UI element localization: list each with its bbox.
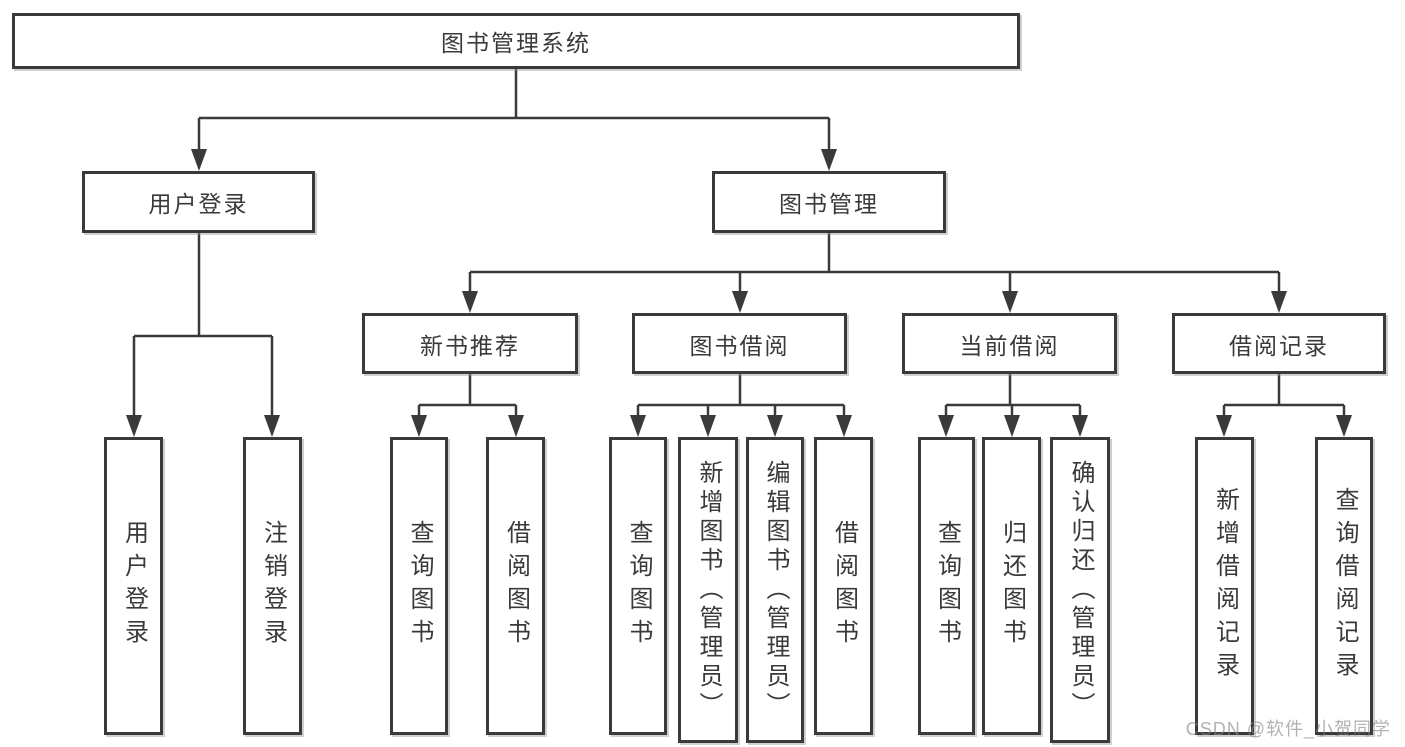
leaf-edit-books-admin: 编辑图书（管理员）: [746, 437, 804, 743]
node-label: 当前借阅: [959, 332, 1060, 359]
node-label: 查询图书: [625, 520, 652, 652]
arrowheads: [126, 149, 1352, 437]
node-label: 借阅图书: [502, 520, 530, 652]
node-label: 借阅记录: [1229, 332, 1329, 359]
leaf-add-borrow-record: 新增借阅记录: [1195, 437, 1254, 735]
node-borrowing-records: 借阅记录: [1172, 313, 1386, 374]
node-label: 图书管理系统: [441, 30, 591, 56]
leaf-borrow-books: 借阅图书: [486, 437, 545, 735]
node-label: 归还图书: [998, 520, 1026, 652]
leaf-user-login: 用户登录: [104, 437, 163, 735]
leaf-query-books: 查询图书: [609, 437, 667, 735]
node-label: 编辑图书（管理员）: [762, 459, 789, 721]
leaf-query-books: 查询图书: [390, 437, 448, 735]
leaf-query-borrow-record: 查询借阅记录: [1315, 437, 1373, 735]
leaf-query-books: 查询图书: [918, 437, 975, 735]
node-book-management: 图书管理: [712, 171, 946, 233]
leaf-add-books-admin: 新增图书（管理员）: [678, 437, 738, 743]
node-label: 新增借阅记录: [1211, 487, 1239, 685]
leaf-borrow-books: 借阅图书: [814, 437, 873, 735]
node-label: 图书管理: [779, 191, 879, 217]
node-label: 借阅图书: [830, 520, 858, 652]
node-label: 用户登录: [148, 191, 249, 217]
node-label: 用户登录: [120, 520, 148, 652]
node-label: 确认归还（管理员）: [1067, 459, 1094, 721]
node-user-login: 用户登录: [82, 171, 315, 233]
leaf-logout: 注销登录: [243, 437, 302, 735]
node-label: 新书推荐: [420, 332, 520, 359]
node-label: 查询借阅记录: [1331, 487, 1358, 685]
node-book-borrowing: 图书借阅: [632, 313, 847, 374]
node-label: 注销登录: [259, 520, 287, 652]
leaf-confirm-return-admin: 确认归还（管理员）: [1050, 437, 1110, 743]
node-new-book-recommendation: 新书推荐: [362, 313, 578, 374]
leaf-return-books: 归还图书: [982, 437, 1041, 735]
node-label: 查询图书: [933, 520, 961, 652]
node-current-borrowing: 当前借阅: [902, 313, 1117, 374]
node-library-management-system: 图书管理系统: [12, 13, 1020, 69]
node-label: 图书借阅: [689, 332, 790, 359]
node-label: 查询图书: [406, 520, 433, 652]
node-label: 新增图书（管理员）: [695, 459, 722, 721]
